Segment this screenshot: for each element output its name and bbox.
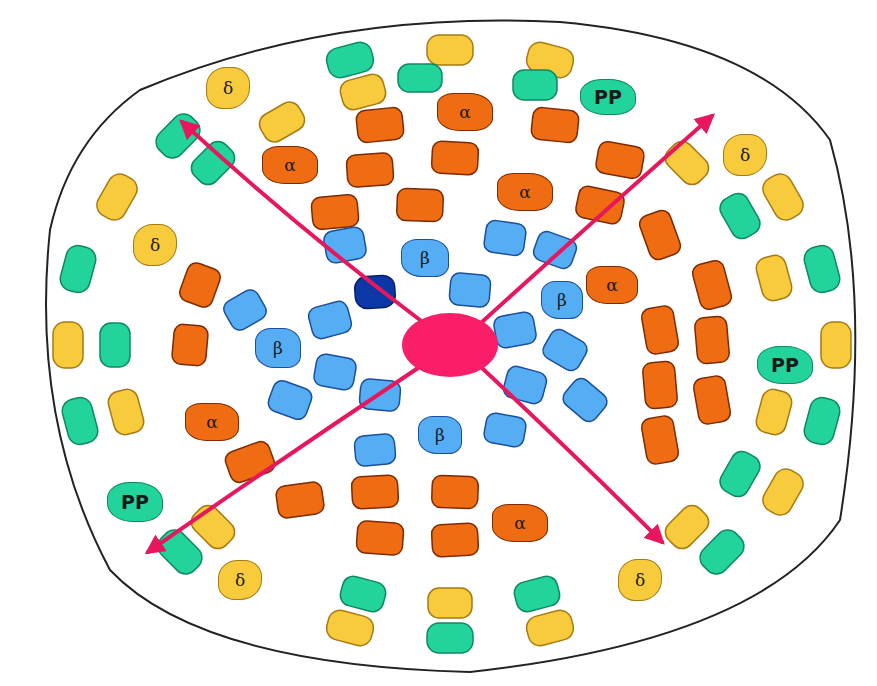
delta-cell: δ	[218, 560, 262, 600]
beta-cell: β	[255, 328, 301, 368]
cell-label: α	[459, 104, 470, 121]
alpha-cell: α	[586, 266, 638, 304]
alpha-cell: α	[185, 403, 239, 441]
beta-cell: β	[541, 281, 583, 319]
cell-label: δ	[223, 80, 233, 97]
cell-label: δ	[150, 237, 160, 254]
cell-label: PP	[771, 356, 799, 375]
beta-cell: β	[401, 239, 449, 277]
delta-cell: δ	[206, 67, 250, 109]
inner-ring-cells	[100, 64, 794, 618]
cell-label: δ	[635, 572, 645, 589]
pp-cell: PP	[757, 346, 813, 384]
islet-outline	[46, 20, 855, 672]
cell-label: δ	[235, 572, 245, 589]
alpha-cells	[171, 107, 733, 557]
cell-label: PP	[121, 493, 149, 512]
beta-cell: β	[418, 416, 462, 454]
delta-cell: δ	[133, 224, 177, 266]
cell-label: α	[284, 157, 295, 174]
delta-cell: δ	[723, 134, 767, 176]
cell-label: β	[435, 427, 445, 444]
cell-label: α	[514, 515, 525, 532]
alpha-cell: α	[492, 504, 548, 542]
outer-ring-cells	[53, 35, 851, 653]
cell-label: PP	[594, 88, 622, 107]
alpha-cell: α	[262, 146, 318, 184]
cell-label: β	[557, 292, 567, 309]
alpha-cell: α	[497, 173, 553, 211]
pp-cell: PP	[107, 482, 163, 522]
central-capillary	[402, 313, 498, 377]
cell-label: β	[420, 250, 430, 267]
cell-label: α	[206, 414, 217, 431]
delta-cell: δ	[618, 559, 662, 601]
cell-label: δ	[740, 147, 750, 164]
pp-cell: PP	[580, 79, 636, 115]
cell-label: α	[606, 277, 617, 294]
cell-label: α	[519, 184, 530, 201]
alpha-cell: α	[437, 93, 493, 131]
secretion-arrows	[148, 116, 712, 552]
cell-label: β	[273, 340, 283, 357]
